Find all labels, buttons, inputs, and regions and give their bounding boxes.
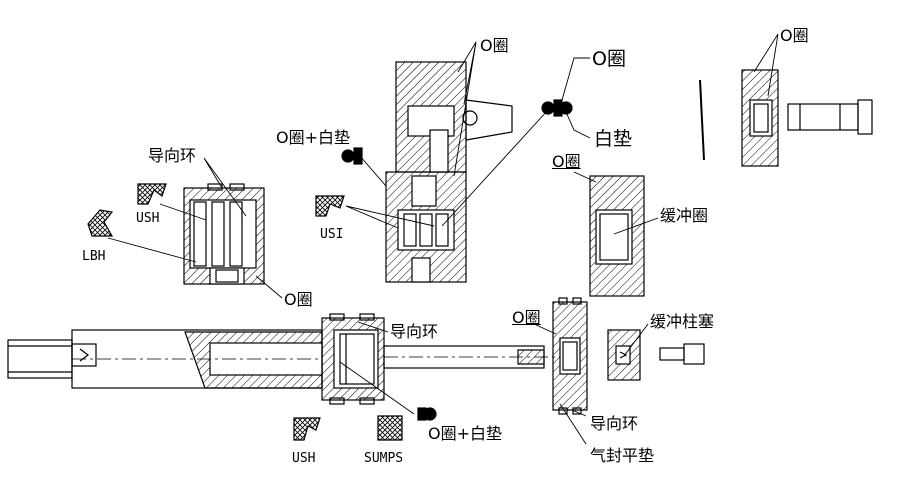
piston-disc (552, 297, 588, 415)
label-o-ring-buffer: O圈 (552, 152, 581, 171)
lbh-seal (87, 209, 114, 237)
label-ush-bottom: USH (292, 451, 316, 466)
label-o-ring-washer-top: O圈+白垫 (276, 128, 351, 147)
sumps-seal (377, 415, 403, 441)
label-guide-ring-mid: 导向环 (390, 322, 439, 341)
label-ush-top: USH (136, 211, 160, 226)
label-o-ring-piston: O圈 (512, 308, 541, 327)
label-sumps: SUMPS (364, 451, 404, 466)
left-guide-assembly (183, 183, 265, 285)
label-usi: USI (320, 227, 344, 242)
piston-rod (7, 329, 323, 389)
ush-seal-top (137, 183, 167, 205)
label-o-ring-top: O圈 (480, 36, 509, 55)
label-lbh: LBH (82, 249, 106, 264)
label-guide-ring-bottom: 导向环 (590, 414, 639, 433)
cap-screw (659, 343, 705, 365)
label-o-ring-top-right: O圈 (780, 26, 809, 45)
o-ring-washer-symbol-bottom (417, 407, 437, 421)
top-right-cap (699, 69, 873, 167)
white-washer-symbol (541, 99, 573, 117)
label-buffer-plunger: 缓冲柱塞 (650, 312, 715, 331)
buffer-ring-block (589, 175, 645, 297)
buffer-plunger-block (607, 329, 641, 381)
label-o-ring-washer-bottom: O圈+白垫 (428, 424, 503, 443)
label-o-ring-right: O圈 (592, 48, 626, 70)
ush-seal-bottom (293, 417, 321, 441)
label-o-ring-mid: O圈 (284, 290, 313, 309)
guide-sleeve (321, 313, 385, 405)
leader-lines (107, 33, 779, 445)
o-ring-washer-symbol-top (341, 147, 363, 165)
center-rod (383, 345, 560, 369)
label-guide-ring-left: 导向环 (148, 146, 197, 165)
valve-body (385, 61, 513, 283)
label-white-washer: 白垫 (594, 128, 633, 150)
usi-seal (315, 195, 345, 217)
label-buffer-ring: 缓冲圈 (660, 206, 709, 225)
label-air-seal-gasket: 气封平垫 (590, 446, 655, 465)
